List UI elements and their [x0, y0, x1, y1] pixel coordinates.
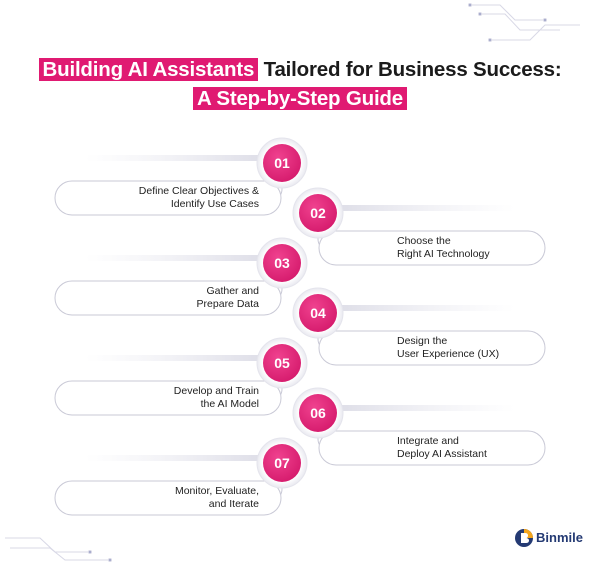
step-label-line-1: Integrate and	[397, 435, 459, 447]
step-label-line-2: Deploy AI Assistant	[397, 448, 487, 460]
step-label-box	[54, 380, 282, 416]
step-03: 03	[54, 237, 308, 316]
circuit-decoration-bottom	[5, 537, 112, 562]
step-beam	[318, 405, 515, 411]
steps-layer: 01 02 03 04 05 06 07	[54, 137, 546, 516]
circuit-decoration-top	[468, 3, 580, 42]
step-number: 03	[274, 255, 290, 271]
step-label-line-1: Design the	[397, 335, 448, 347]
step-label-line-2: Identify Use Cases	[170, 198, 259, 210]
step-number: 01	[274, 155, 290, 171]
step-label-box	[318, 430, 546, 466]
brand-name: Binmile	[536, 530, 583, 545]
step-label-box	[54, 280, 282, 316]
step-number: 05	[274, 355, 290, 371]
step-label-01: Define Clear Objectives &Identify Use Ca…	[139, 185, 259, 211]
step-circle	[263, 244, 301, 282]
step-label-line-1: Gather and	[206, 285, 259, 297]
step-label-box	[54, 480, 282, 516]
step-beam	[85, 255, 282, 261]
step-number: 02	[310, 205, 326, 221]
binmile-logo-icon	[515, 529, 533, 547]
step-beam	[318, 205, 515, 211]
title: Building AI Assistants Tailored for Busi…	[0, 55, 600, 113]
step-beam	[85, 355, 282, 361]
title-line-1: Building AI Assistants Tailored for Busi…	[0, 55, 600, 84]
step-circle	[263, 144, 301, 182]
step-beam	[85, 455, 282, 461]
step-circle	[263, 444, 301, 482]
step-label-line-2: Right AI Technology	[397, 248, 490, 260]
step-circle	[299, 294, 337, 332]
step-02: 02	[292, 187, 546, 266]
step-number: 06	[310, 405, 326, 421]
step-beam	[318, 305, 515, 311]
step-label-line-2: Prepare Data	[196, 298, 259, 310]
step-label-box	[318, 330, 546, 366]
step-label-box	[318, 230, 546, 266]
step-number: 07	[274, 455, 290, 471]
step-label-line-2: the AI Model	[200, 398, 259, 410]
step-beam	[85, 155, 282, 161]
step-label-line-2: User Experience (UX)	[397, 348, 500, 360]
step-circle	[299, 194, 337, 232]
title-line-2: A Step-by-Step Guide	[0, 84, 600, 113]
step-label-line-1: Choose the	[397, 235, 451, 247]
step-label-line-1: Develop and Train	[173, 385, 259, 397]
title-rest-1: Tailored for Business Success:	[258, 58, 562, 81]
step-circle	[263, 344, 301, 382]
step-07: 07	[54, 437, 308, 516]
title-highlight-1: Building AI Assistants	[38, 58, 259, 81]
brand-logo: Binmile	[512, 527, 596, 549]
step-number: 04	[310, 305, 326, 321]
title-highlight-2: A Step-by-Step Guide	[193, 87, 407, 110]
step-label-07: Monitor, Evaluate,and Iterate	[175, 485, 259, 511]
step-05: 05	[54, 337, 308, 416]
step-circle	[299, 394, 337, 432]
step-label-line-2: and Iterate	[208, 498, 259, 510]
step-label-box	[54, 180, 282, 216]
step-06: 06	[292, 387, 546, 466]
step-01: 01	[54, 137, 308, 216]
step-label-line-1: Define Clear Objectives &	[138, 185, 259, 197]
step-label-line-1: Monitor, Evaluate,	[174, 485, 259, 497]
step-04: 04	[292, 287, 546, 366]
